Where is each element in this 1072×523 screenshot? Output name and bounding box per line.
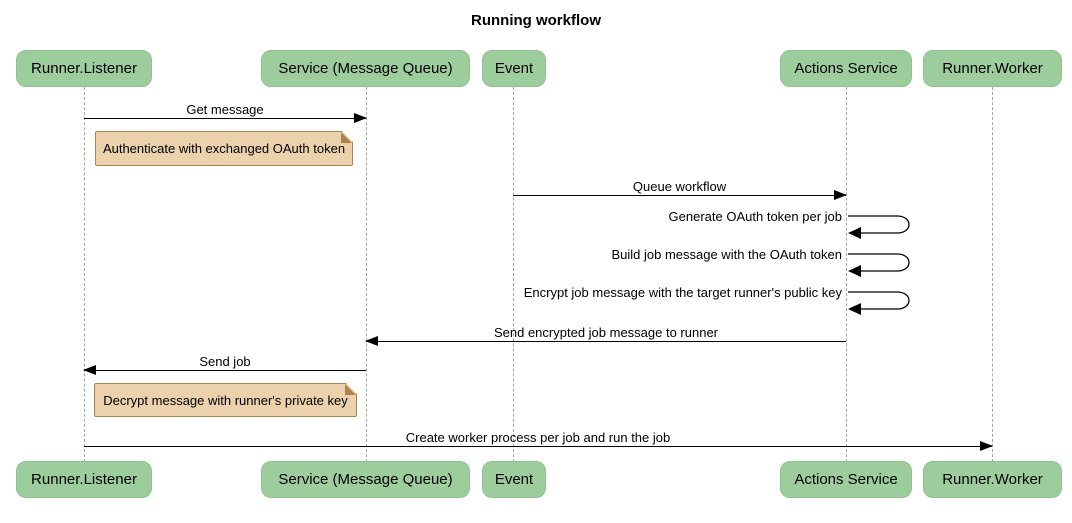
message-create-worker-process: Create worker process per job and run th… [84, 430, 993, 451]
participant-label: Runner.Listener [31, 471, 137, 488]
participant-label: Service (Message Queue) [278, 60, 453, 77]
message-line [513, 190, 847, 200]
note-decrypt-message: Decrypt message with runner's private ke… [94, 383, 357, 417]
self-message-loop-arrow [848, 215, 910, 239]
arrowhead-left-icon [365, 336, 378, 346]
participant-label: Actions Service [794, 471, 898, 488]
message-line [83, 365, 366, 375]
self-message-label-generate-oauth: Generate OAuth token per job [668, 209, 842, 224]
lifeline-runner-worker [992, 87, 993, 462]
message-label: Queue workflow [632, 179, 727, 194]
participant-label: Event [494, 60, 534, 77]
participant-service-message-queue-bottom: Service (Message Queue) [261, 461, 470, 498]
message-line [365, 336, 846, 346]
participant-label: Event [494, 471, 534, 488]
lifeline-event [513, 87, 514, 462]
arrowhead-right-icon [354, 113, 367, 123]
self-message-label-build-job-message: Build job message with the OAuth token [611, 247, 842, 262]
diagram-title: Running workflow [471, 12, 601, 29]
participant-runner-listener-bottom: Runner.Listener [16, 461, 152, 498]
participant-label: Runner.Worker [942, 60, 1043, 77]
participant-label: Service (Message Queue) [278, 471, 453, 488]
lifeline-runner-listener [84, 87, 85, 462]
note-fold-icon [346, 383, 357, 394]
participant-runner-worker-bottom: Runner.Worker [923, 461, 1062, 498]
participant-runner-worker-top: Runner.Worker [923, 50, 1062, 87]
participant-label: Actions Service [794, 60, 898, 77]
participant-event-top: Event [482, 50, 546, 87]
lifeline-actions-service [846, 87, 847, 462]
lifeline-service-message-queue [366, 87, 367, 462]
message-send-job: Send job [83, 354, 366, 375]
note-label: Decrypt message with runner's private ke… [103, 392, 348, 408]
participant-event-bottom: Event [482, 461, 546, 498]
message-send-encrypted-job: Send encrypted job message to runner [365, 325, 846, 346]
self-message-loop-arrow [848, 291, 910, 315]
participant-runner-listener-top: Runner.Listener [16, 50, 152, 87]
message-line [84, 113, 367, 123]
self-message-label-encrypt-job-message: Encrypt job message with the target runn… [523, 285, 842, 300]
message-queue-workflow: Queue workflow [513, 179, 847, 200]
message-get-message: Get message [84, 102, 367, 123]
message-line [84, 441, 993, 451]
message-label: Send job [199, 354, 251, 369]
self-message-loop-arrow [848, 253, 910, 277]
participant-label: Runner.Listener [31, 60, 137, 77]
participant-actions-service-top: Actions Service [780, 50, 912, 87]
message-label: Get message [186, 102, 264, 117]
arrowhead-right-icon [980, 441, 993, 451]
participant-service-message-queue-top: Service (Message Queue) [261, 50, 470, 87]
note-fold-icon [342, 131, 353, 142]
message-label: Create worker process per job and run th… [405, 430, 671, 445]
arrowhead-right-icon [834, 190, 847, 200]
note-label: Authenticate with exchanged OAuth token [102, 141, 346, 156]
arrowhead-left-icon [83, 365, 96, 375]
note-authenticate-oauth: Authenticate with exchanged OAuth token [95, 131, 353, 166]
participant-actions-service-bottom: Actions Service [780, 461, 912, 498]
participant-label: Runner.Worker [942, 471, 1043, 488]
message-label: Send encrypted job message to runner [493, 325, 719, 340]
